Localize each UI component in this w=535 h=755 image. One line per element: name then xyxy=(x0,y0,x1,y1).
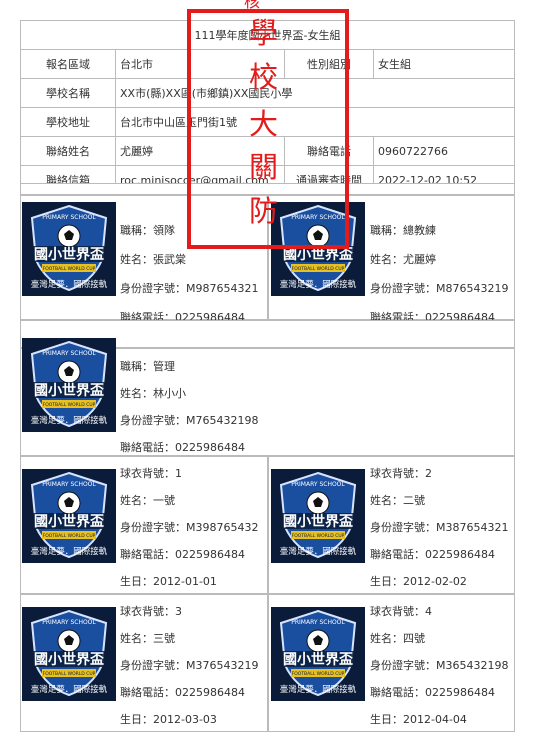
svg-text:臺灣足夢．國際接軌: 臺灣足夢．國際接軌 xyxy=(280,684,357,695)
player-phone: 聯絡電話：0225986484 xyxy=(370,686,495,699)
form-row-region: 報名區域 台北市 性別組別 女生組 xyxy=(20,49,515,79)
svg-text:國小世界盃: 國小世界盃 xyxy=(34,513,104,530)
gender-group-value: 女生組 xyxy=(373,49,515,79)
staff-role: 職稱：領隊 xyxy=(120,224,175,237)
svg-text:FOOTBALL WORLD CUP: FOOTBALL WORLD CUP xyxy=(292,533,345,539)
svg-text:PRIMARY SCHOOL: PRIMARY SCHOOL xyxy=(291,481,345,488)
stamp-char-3: 大 xyxy=(249,107,279,141)
player-id-number: 身份證字號：M398765432 xyxy=(120,521,259,534)
svg-text:FOOTBALL WORLD CUP: FOOTBALL WORLD CUP xyxy=(43,671,96,677)
staff-phone: 聯絡電話：0225986484 xyxy=(120,441,245,454)
svg-text:PRIMARY SCHOOL: PRIMARY SCHOOL xyxy=(291,619,345,626)
tournament-logo: PRIMARY SCHOOL 國小世界盃 FOOTBALL WORLD CUP … xyxy=(271,607,365,701)
svg-text:國小世界盃: 國小世界盃 xyxy=(283,246,353,263)
staff-id-number: 身份證字號：M987654321 xyxy=(120,282,259,295)
svg-text:FOOTBALL WORLD CUP: FOOTBALL WORLD CUP xyxy=(43,533,96,539)
svg-text:臺灣足夢．國際接軌: 臺灣足夢．國際接軌 xyxy=(280,279,357,290)
svg-text:國小世界盃: 國小世界盃 xyxy=(283,651,353,668)
player-name: 姓名：四號 xyxy=(370,632,425,645)
player-birthday: 生日：2012-02-02 xyxy=(370,575,467,588)
stamp-char-1: 學 xyxy=(249,16,279,50)
svg-text:PRIMARY SCHOOL: PRIMARY SCHOOL xyxy=(42,619,96,626)
stamp-char-5: 防 xyxy=(249,194,279,228)
svg-text:臺灣足夢．國際接軌: 臺灣足夢．國際接軌 xyxy=(31,415,108,426)
player-phone: 聯絡電話：0225986484 xyxy=(120,686,245,699)
svg-text:FOOTBALL WORLD CUP: FOOTBALL WORLD CUP xyxy=(43,402,96,408)
svg-text:國小世界盃: 國小世界盃 xyxy=(34,246,104,263)
contact-name-label: 聯絡姓名 xyxy=(20,136,116,166)
stamp-char-2: 校 xyxy=(249,60,279,94)
player-birthday: 生日：2012-04-04 xyxy=(370,713,467,726)
player-id-number: 身份證字號：M365432198 xyxy=(370,659,509,672)
official-seal-stamp: 學 校 大 關 防 xyxy=(187,9,349,249)
tournament-logo: PRIMARY SCHOOL 國小世界盃 FOOTBALL WORLD CUP … xyxy=(22,607,116,701)
player-name: 姓名：二號 xyxy=(370,494,425,507)
svg-text:PRIMARY SCHOOL: PRIMARY SCHOOL xyxy=(42,214,96,221)
staff-id-number: 身份證字號：M765432198 xyxy=(120,414,259,427)
staff-id-number: 身份證字號：M876543219 xyxy=(370,282,509,295)
tournament-logo: PRIMARY SCHOOL 國小世界盃 FOOTBALL WORLD CUP … xyxy=(271,469,365,563)
school-name-label: 學校名稱 xyxy=(20,78,116,108)
player-jersey-number: 球衣背號：1 xyxy=(120,467,182,480)
stamp-char-4: 關 xyxy=(249,150,279,184)
svg-text:FOOTBALL WORLD CUP: FOOTBALL WORLD CUP xyxy=(43,266,96,272)
svg-text:臺灣足夢．國際接軌: 臺灣足夢．國際接軌 xyxy=(31,546,108,557)
contact-name-value: 尤麗婷 xyxy=(115,136,285,166)
form-title: 111學年度國小世界盃-女生組 xyxy=(20,20,515,50)
staff-role: 職稱：總教練 xyxy=(370,224,436,237)
player-id-number: 身份證字號：M387654321 xyxy=(370,521,509,534)
tournament-logo-image: PRIMARY SCHOOL 國小世界盃 FOOTBALL WORLD CUP … xyxy=(271,469,365,563)
gender-group-label: 性別組別 xyxy=(284,49,374,79)
form-row-address: 學校地址 台北市中山區玉門街1號 xyxy=(20,107,515,137)
school-address-label: 學校地址 xyxy=(20,107,116,137)
staff-name: 姓名：張武棠 xyxy=(120,253,186,266)
tournament-logo-image: PRIMARY SCHOOL 國小世界盃 FOOTBALL WORLD CUP … xyxy=(22,202,116,296)
spacer-row xyxy=(20,183,515,195)
player-jersey-number: 球衣背號：4 xyxy=(370,605,432,618)
school-address-value: 台北市中山區玉門街1號 xyxy=(115,107,515,137)
contact-phone-label: 聯絡電話 xyxy=(284,136,374,166)
svg-text:FOOTBALL WORLD CUP: FOOTBALL WORLD CUP xyxy=(292,266,345,272)
svg-text:國小世界盃: 國小世界盃 xyxy=(34,382,104,399)
tournament-logo: PRIMARY SCHOOL 國小世界盃 FOOTBALL WORLD CUP … xyxy=(22,202,116,296)
tournament-logo: PRIMARY SCHOOL 國小世界盃 FOOTBALL WORLD CUP … xyxy=(22,338,116,432)
school-name-value: XX市(縣)XX區(市鄉鎮)XX國民小學 xyxy=(115,78,515,108)
tournament-logo-image: PRIMARY SCHOOL 國小世界盃 FOOTBALL WORLD CUP … xyxy=(22,469,116,563)
player-phone: 聯絡電話：0225986484 xyxy=(370,548,495,561)
registration-form-table: 111學年度國小世界盃-女生組 報名區域 台北市 性別組別 女生組 學校名稱 X… xyxy=(20,20,515,195)
player-jersey-number: 球衣背號：2 xyxy=(370,467,432,480)
tournament-logo-image: PRIMARY SCHOOL 國小世界盃 FOOTBALL WORLD CUP … xyxy=(22,338,116,432)
svg-text:臺灣足夢．國際接軌: 臺灣足夢．國際接軌 xyxy=(31,279,108,290)
stamp-top-partial: 核 xyxy=(244,0,261,11)
svg-text:國小世界盃: 國小世界盃 xyxy=(34,651,104,668)
svg-text:臺灣足夢．國際接軌: 臺灣足夢．國際接軌 xyxy=(31,684,108,695)
player-jersey-number: 球衣背號：3 xyxy=(120,605,182,618)
contact-phone-value: 0960722766 xyxy=(373,136,515,166)
svg-text:PRIMARY SCHOOL: PRIMARY SCHOOL xyxy=(42,350,96,357)
svg-text:PRIMARY SCHOOL: PRIMARY SCHOOL xyxy=(291,214,345,221)
svg-text:FOOTBALL WORLD CUP: FOOTBALL WORLD CUP xyxy=(292,671,345,677)
form-title-row: 111學年度國小世界盃-女生組 xyxy=(20,20,515,50)
staff-name: 姓名：林小小 xyxy=(120,387,186,400)
form-row-contact: 聯絡姓名 尤麗婷 聯絡電話 0960722766 xyxy=(20,136,515,166)
svg-text:國小世界盃: 國小世界盃 xyxy=(283,513,353,530)
staff-name: 姓名：尤麗婷 xyxy=(370,253,436,266)
player-birthday: 生日：2012-01-01 xyxy=(120,575,217,588)
tournament-logo: PRIMARY SCHOOL 國小世界盃 FOOTBALL WORLD CUP … xyxy=(22,469,116,563)
player-id-number: 身份證字號：M376543219 xyxy=(120,659,259,672)
tournament-logo-image: PRIMARY SCHOOL 國小世界盃 FOOTBALL WORLD CUP … xyxy=(271,607,365,701)
spacer-row xyxy=(20,320,515,348)
svg-text:臺灣足夢．國際接軌: 臺灣足夢．國際接軌 xyxy=(280,546,357,557)
tournament-logo-image: PRIMARY SCHOOL 國小世界盃 FOOTBALL WORLD CUP … xyxy=(22,607,116,701)
player-birthday: 生日：2012-03-03 xyxy=(120,713,217,726)
staff-role: 職稱：管理 xyxy=(120,360,175,373)
form-row-school: 學校名稱 XX市(縣)XX區(市鄉鎮)XX國民小學 xyxy=(20,78,515,108)
svg-text:PRIMARY SCHOOL: PRIMARY SCHOOL xyxy=(42,481,96,488)
player-name: 姓名：一號 xyxy=(120,494,175,507)
region-label: 報名區域 xyxy=(20,49,116,79)
player-phone: 聯絡電話：0225986484 xyxy=(120,548,245,561)
player-name: 姓名：三號 xyxy=(120,632,175,645)
